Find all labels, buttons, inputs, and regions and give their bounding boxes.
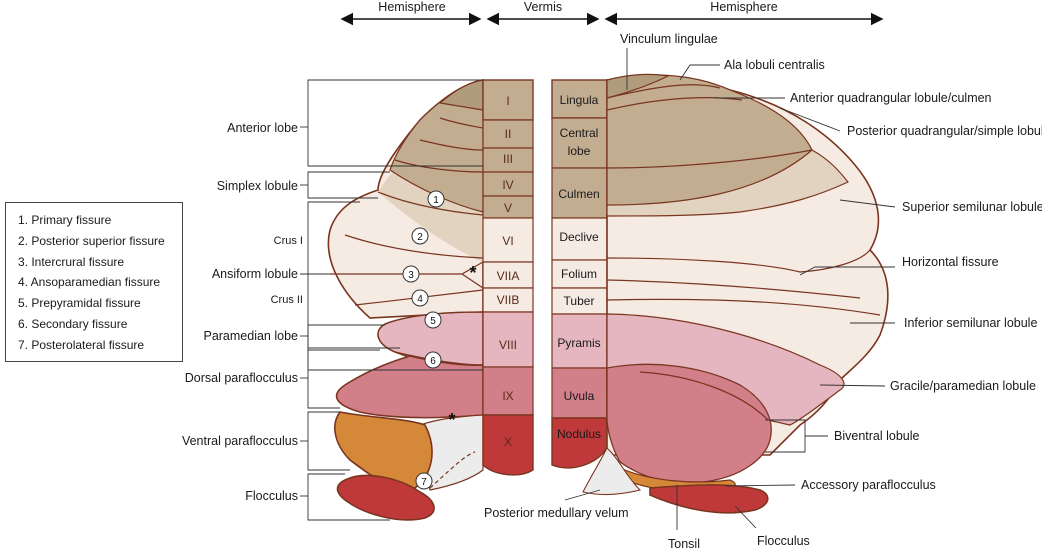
label-crus-2: Crus II [271,294,303,306]
lobule-X: X [504,435,512,449]
label-accessory-paraflocculus: Accessory paraflocculus [801,478,936,492]
legend-item: 7. Posterolateral fissure [18,337,145,352]
right-leaders [564,48,896,530]
lobule-V: V [504,201,512,215]
asterisk-velum: * [448,410,455,430]
fissure-4-number: 4 [417,294,423,305]
asterisk-ansiform: * [469,263,476,283]
lobule-VIIA: VIIA [497,269,520,283]
label-superior-semilunar: Superior semilunar lobule [902,200,1042,214]
lobule-IV: IV [502,178,513,192]
fissure-2-number: 2 [417,232,423,243]
header-vermis: Vermis [524,0,562,14]
label-vinculum-lingulae: Vinculum lingulae [620,32,718,46]
fissure-3-number: 3 [408,270,414,281]
legend-item: 3. Intercrural fissure [18,254,125,269]
vermis-tuber: Tuber [564,294,595,308]
legend-item: 1. Primary fissure [18,213,112,227]
left-brackets [300,79,483,521]
vermis-pyramis: Pyramis [557,336,600,350]
vermis-central-2: lobe [568,144,591,158]
label-ala-lobuli-centralis: Ala lobuli centralis [724,58,825,72]
label-horizontal-fissure: Horizontal fissure [902,255,999,269]
fissure-legend: 1. Primary fissure 2. Posterior superior… [5,202,183,362]
fissure-6-number: 6 [430,356,436,367]
legend-item: 5. Prepyramidal fissure [18,296,141,311]
label-dorsal-paraflocculus: Dorsal paraflocculus [185,371,298,385]
legend-item: 2. Posterior superior fissure [18,233,165,248]
label-paramedian-lobe: Paramedian lobe [203,329,298,343]
label-posterior-medullary-velum: Posterior medullary velum [484,506,629,520]
lobule-III: III [503,152,513,166]
label-flocculus-left: Flocculus [245,489,298,503]
lobule-VI: VI [502,234,513,248]
vermis-nodulus: Nodulus [557,427,601,441]
label-inferior-semilunar: Inferior semilunar lobule [904,316,1037,330]
label-anterior-lobe: Anterior lobe [227,121,298,135]
vermis-uvula: Uvula [564,389,595,403]
lobule-VIIB: VIIB [497,293,520,307]
label-crus-1: Crus I [274,235,303,247]
vermis-lingula: Lingula [560,93,599,107]
vermis-declive: Declive [559,230,599,244]
lobule-I: I [506,94,509,108]
vermis-left-column: I II III IV V VI VIIA VIIB VIII IX X [482,79,534,476]
label-ventral-paraflocculus: Ventral paraflocculus [182,434,298,448]
label-tonsil: Tonsil [668,537,700,551]
label-flocculus-right: Flocculus [757,534,810,548]
vermis-central-1: Central [560,126,599,140]
left-hemisphere [327,79,484,521]
vermis-right-column: Lingula Central lobe Culmen Declive Foli… [551,79,608,469]
label-ansiform-lobule: Ansiform lobule [212,267,298,281]
vermis-folium: Folium [561,267,597,281]
legend-item: 4. Ansoparamedian fissure [18,275,161,290]
legend-item: 6. Secondary fissure [18,316,128,331]
lobule-VIII: VIII [499,338,517,352]
label-anterior-quadrangular: Anterior quadrangular lobule/culmen [790,91,992,105]
label-biventral-lobule: Biventral lobule [834,429,920,443]
label-posterior-quadrangular: Posterior quadrangular/simple lobule [847,124,1042,138]
header-right-hemisphere: Hemisphere [710,0,777,14]
lobule-II: II [505,127,512,141]
label-gracile-paramedian: Gracile/paramedian lobule [890,379,1036,393]
vermis-culmen: Culmen [558,187,599,201]
fissure-7-number: 7 [421,477,427,488]
fissure-markers: 1 2 3 4 5 6 7 [402,190,445,490]
right-hemisphere [582,73,889,514]
fissure-5-number: 5 [430,316,436,327]
header-left-hemisphere: Hemisphere [378,0,445,14]
label-simplex-lobule: Simplex lobule [217,179,298,193]
lobule-IX: IX [502,389,513,403]
fissure-1-number: 1 [433,195,439,206]
